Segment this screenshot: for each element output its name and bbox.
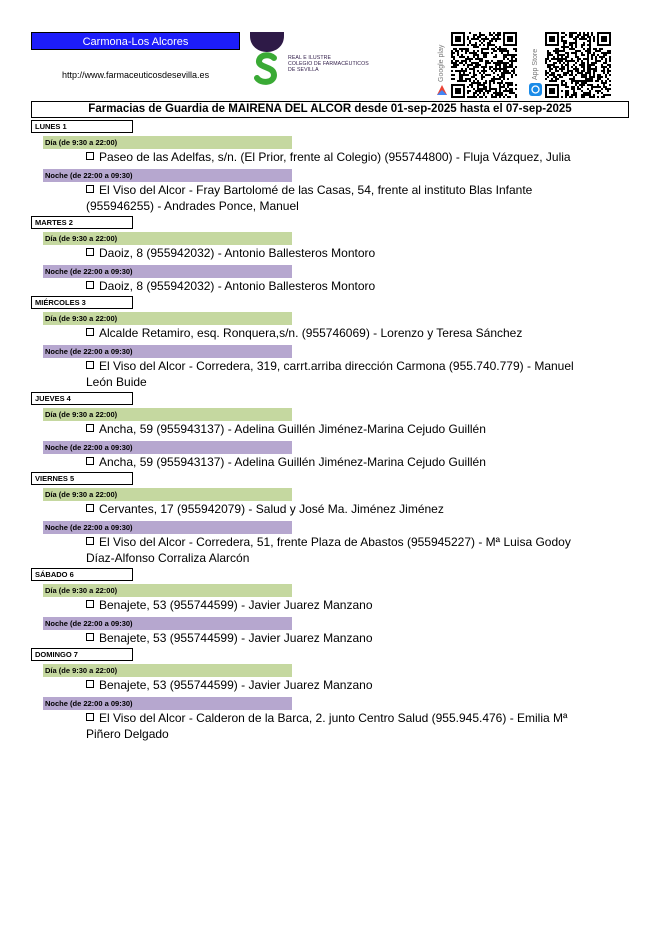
day-block: VIERNES 5 Día (de 9:30 a 22:00)Cervantes,… [31,472,631,567]
app-store-label: App Store [532,48,539,80]
pharmacy-text: Benajete, 53 (955744599) - Javier Juarez… [99,678,373,692]
night-shift-header: Noche (de 22:00 a 09:30) [43,441,292,454]
pharmacy-text: Cervantes, 17 (955942079) - Salud y José… [99,502,444,516]
night-shift-header: Noche (de 22:00 a 09:30) [43,345,292,358]
night-shift-header: Noche (de 22:00 a 09:30) [43,521,292,534]
pharmacy-text: Daoiz, 8 (955942032) - Antonio Ballester… [99,279,376,293]
checkbox-bullet-icon [86,361,94,369]
night-shift-header: Noche (de 22:00 a 09:30) [43,265,292,278]
pharmacy-entry: Benajete, 53 (955744599) - Javier Juarez… [86,677,586,694]
checkbox-bullet-icon [86,713,94,721]
day-label: SÁBADO 6 [31,568,133,581]
pharmacy-entry: Ancha, 59 (955943137) - Adelina Guillén … [86,421,586,438]
night-shift-header: Noche (de 22:00 a 09:30) [43,697,292,710]
day-shift-header: Día (de 9:30 a 22:00) [43,232,292,245]
day-shift-header: Día (de 9:30 a 22:00) [43,488,292,501]
day-block: LUNES 1 Día (de 9:30 a 22:00)Paseo de las… [31,120,631,215]
night-shift-header: Noche (de 22:00 a 09:30) [43,169,292,182]
pharmacy-entry: El Viso del Alcor - Fray Bartolomé de la… [86,182,586,215]
pharmacy-entry: Cervantes, 17 (955942079) - Salud y José… [86,501,586,518]
checkbox-bullet-icon [86,504,94,512]
checkbox-bullet-icon [86,152,94,160]
pharmacy-text: El Viso del Alcor - Corredera, 51, frent… [86,535,571,565]
checkbox-bullet-icon [86,248,94,256]
pharmacy-text: Alcalde Retamiro, esq. Ronquera,s/n. (95… [99,326,523,340]
day-label: MIÉRCOLES 3 [31,296,133,309]
page-title: Farmacias de Guardia de MAIRENA DEL ALCO… [31,101,629,118]
pharmacy-text: El Viso del Alcor - Fray Bartolomé de la… [86,183,533,213]
pharmacy-text: El Viso del Alcor - Corredera, 319, carr… [86,359,574,389]
pharmacy-text: Daoiz, 8 (955942032) - Antonio Ballester… [99,246,376,260]
pharmacy-entry: Benajete, 53 (955744599) - Javier Juarez… [86,630,586,647]
website-link[interactable]: http://www.farmaceuticosdesevilla.es [62,70,210,80]
google-play-icon [437,85,447,95]
pharmacy-text: Ancha, 59 (955943137) - Adelina Guillén … [99,422,486,436]
checkbox-bullet-icon [86,328,94,336]
day-label: LUNES 1 [31,120,133,133]
day-shift-header: Día (de 9:30 a 22:00) [43,312,292,325]
region-label: Carmona-Los Alcores [31,32,240,50]
checkbox-bullet-icon [86,537,94,545]
pharmacy-entry: El Viso del Alcor - Corredera, 51, frent… [86,534,586,567]
pharmacy-entry: El Viso del Alcor - Corredera, 319, carr… [86,358,586,391]
google-play-qr-icon[interactable] [451,32,517,98]
day-block: DOMINGO 7 Día (de 9:30 a 22:00)Benajete, … [31,648,631,743]
pharmacy-entry: Ancha, 59 (955943137) - Adelina Guillén … [86,454,586,471]
checkbox-bullet-icon [86,600,94,608]
day-block: MIÉRCOLES 3 Día (de 9:30 a 22:00)Alcalde … [31,296,631,391]
day-shift-header: Día (de 9:30 a 22:00) [43,136,292,149]
college-name-line: COLEGIO DE FARMACÉUTICOS [288,61,369,68]
pharmacy-entry: El Viso del Alcor - Calderon de la Barca… [86,710,586,743]
checkbox-bullet-icon [86,185,94,193]
checkbox-bullet-icon [86,457,94,465]
checkbox-bullet-icon [86,281,94,289]
pharmacy-entry: Benajete, 53 (955744599) - Javier Juarez… [86,597,586,614]
pharmacy-entry: Daoiz, 8 (955942032) - Antonio Ballester… [86,245,586,262]
day-shift-header: Día (de 9:30 a 22:00) [43,408,292,421]
checkbox-bullet-icon [86,680,94,688]
college-logo-icon [250,32,284,85]
pharmacy-text: Benajete, 53 (955744599) - Javier Juarez… [99,598,373,612]
day-label: MARTES 2 [31,216,133,229]
day-shift-header: Día (de 9:30 a 22:00) [43,584,292,597]
google-play-label: Google play [438,44,445,82]
pharmacy-entry: Daoiz, 8 (955942032) - Antonio Ballester… [86,278,586,295]
pharmacy-entry: Alcalde Retamiro, esq. Ronquera,s/n. (95… [86,325,586,342]
day-label: JUEVES 4 [31,392,133,405]
college-name-line: DE SEVILLA [288,67,319,74]
pharmacy-entry: Paseo de las Adelfas, s/n. (El Prior, fr… [86,149,586,166]
app-store-qr-icon[interactable] [545,32,611,98]
day-label: DOMINGO 7 [31,648,133,661]
pharmacy-text: Benajete, 53 (955744599) - Javier Juarez… [99,631,373,645]
checkbox-bullet-icon [86,424,94,432]
college-name: REAL E ILUSTRE COLEGIO DE FARMACÉUTICOS … [288,55,369,74]
pharmacy-text: El Viso del Alcor - Calderon de la Barca… [86,711,568,741]
checkbox-bullet-icon [86,633,94,641]
night-shift-header: Noche (de 22:00 a 09:30) [43,617,292,630]
pharmacy-text: Ancha, 59 (955943137) - Adelina Guillén … [99,455,486,469]
college-name-line: REAL E ILUSTRE [288,55,332,61]
day-label: VIERNES 5 [31,472,133,485]
app-store-icon [529,83,542,96]
day-shift-header: Día (de 9:30 a 22:00) [43,664,292,677]
pharmacy-text: Paseo de las Adelfas, s/n. (El Prior, fr… [99,150,571,164]
